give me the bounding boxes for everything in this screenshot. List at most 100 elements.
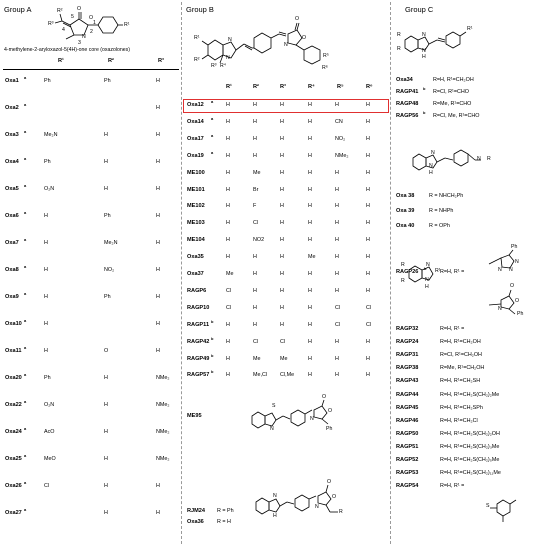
c1-atom-h: H <box>422 54 426 60</box>
value-r2: H <box>253 102 257 108</box>
compound-name: Oxa12 <box>187 102 204 108</box>
c-sec1-structure <box>404 31 467 53</box>
compound-footnote: a <box>24 291 27 296</box>
c3-triazole-ph: Ph <box>511 244 518 250</box>
group-a-panel: Group A R³ R² R¹ O O N 4 1 2 3 5 4-methy… <box>0 0 181 546</box>
compound-value: R = NHCH₂Ph <box>429 193 464 199</box>
c-sec2-structure <box>412 149 481 171</box>
value-r1: H <box>226 102 230 108</box>
value-r2: Ph <box>104 294 111 300</box>
group-b-panel: Group B R¹ R² R³ N N R⁴ O O N R⁵ R⁶ R¹ R… <box>182 0 390 546</box>
value-r2: NO₂ <box>104 267 115 273</box>
group-a-title: Group A <box>4 5 32 14</box>
ragp26-value: R=H, R¹ = <box>440 269 465 275</box>
value-r5: H <box>335 355 339 362</box>
group-b-core-structure <box>201 22 321 65</box>
compound-name: Oxa34 <box>396 77 413 83</box>
compound-name: RAGP52 <box>396 457 419 463</box>
compound-name: ME101 <box>187 186 205 193</box>
value-r1: H <box>226 355 230 362</box>
b-atom-r4: R⁴ <box>220 63 226 69</box>
compound-name: Oxa24 <box>5 429 22 435</box>
c3-triazole-n2: N <box>509 267 513 273</box>
rjm24-value: R = Ph <box>217 508 234 514</box>
compound-name: RAGP43 <box>396 378 419 385</box>
value-r2: Cl <box>253 220 259 227</box>
ragp54-substituent-structure <box>490 499 517 522</box>
compound-name: ME103 <box>187 220 205 227</box>
value-r6: H <box>366 254 370 261</box>
ragp54-atom-s: S <box>486 503 490 509</box>
value-r3: H <box>156 78 160 84</box>
value-r4: H <box>308 287 312 294</box>
compound-value: R = NHPh <box>429 208 454 214</box>
group-a-caption: 4-methylene-2-aryloxazol-5(4H)-one core … <box>4 47 130 53</box>
value-r2: F <box>253 203 257 210</box>
value-r5: H <box>335 254 339 261</box>
compound-value: R=H, R¹=CH₂OH <box>440 339 481 346</box>
compound-footnote: a <box>24 507 27 512</box>
group-a-header-r1: R¹ <box>58 58 64 64</box>
compound-footnote: b <box>423 110 426 115</box>
compound-name: RAGP42 <box>187 338 210 345</box>
compound-name: Oxa27 <box>5 510 22 516</box>
me95-atom-s: S <box>272 403 276 409</box>
value-r3: H <box>280 118 284 125</box>
compound-name: Oxa37 <box>187 271 204 277</box>
value-r3: H <box>156 240 160 246</box>
value-r2: H <box>104 402 108 408</box>
compound-name: RAGP41 <box>396 89 419 95</box>
value-r6: H <box>366 287 370 294</box>
compound-footnote: a <box>24 345 27 350</box>
b-atom-n2: N <box>226 55 230 61</box>
value-r3: H <box>280 203 284 210</box>
value-r4: H <box>308 135 312 142</box>
compound-value: R = OPh <box>429 223 450 229</box>
value-r3: H <box>156 132 160 138</box>
compound-value: R=Me, R¹=CHO <box>433 101 472 107</box>
value-r2: Me₂N <box>104 240 118 246</box>
compound-value: R=H, R¹=CH₂S(CH₂)₃Me <box>440 443 500 450</box>
rjm24-label: RJM24 <box>187 508 206 514</box>
value-r3: H <box>156 294 160 300</box>
value-r6: Cl <box>366 304 372 311</box>
compound-footnote: a <box>211 115 214 121</box>
compound-name: RAGP32 <box>396 326 419 332</box>
value-r4: H <box>308 237 312 244</box>
compound-name: ME100 <box>187 169 205 176</box>
compound-name: RAGP53 <box>396 470 419 477</box>
c3-triazole-n3: N <box>498 267 502 273</box>
value-r2: Cl <box>253 338 259 345</box>
group-b-header-r2: R² <box>253 84 259 90</box>
group-b-title: Group B <box>186 5 214 14</box>
value-r1: Ph <box>44 159 51 165</box>
c1-atom-n2: N <box>422 48 426 54</box>
compound-value: R=Cl, R¹=CHO <box>433 89 469 95</box>
compound-footnote: a <box>24 102 27 107</box>
compound-name: Oxa14 <box>187 118 204 125</box>
value-r3: H <box>280 304 284 311</box>
value-r2: Me <box>253 169 261 176</box>
compound-name: Oxa8 <box>5 267 19 273</box>
compound-name: Oxa6 <box>5 213 19 219</box>
b-atom-o-carbonyl: O <box>295 16 300 22</box>
value-r2: Me,Cl <box>253 372 268 379</box>
value-r4: H <box>308 321 312 328</box>
value-r4: H <box>308 169 312 176</box>
